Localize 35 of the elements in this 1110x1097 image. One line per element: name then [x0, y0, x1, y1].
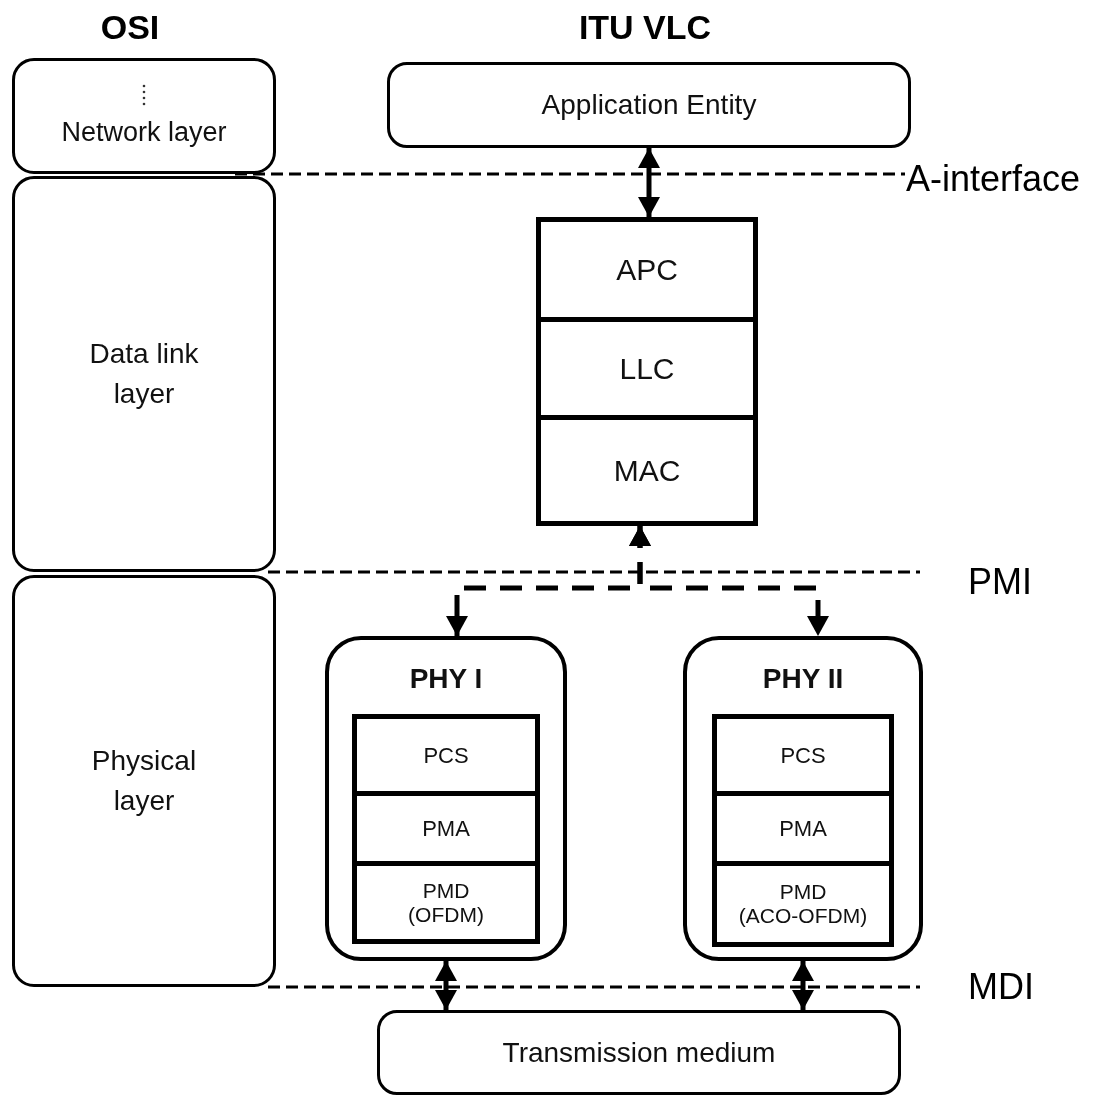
arrow [638, 148, 660, 217]
arrow [435, 961, 457, 1010]
node-label: PMA [779, 815, 827, 843]
node-label: PCS [780, 741, 826, 770]
interface-label: A-interface [906, 157, 1082, 201]
column-title: OSI [99, 7, 161, 48]
column-title: ITU VLC [577, 7, 713, 48]
phy-title: PHY I [409, 662, 483, 696]
osi-layer-box [12, 58, 276, 174]
layer-stack-box [536, 217, 758, 526]
medium-box [377, 1010, 901, 1095]
interface-label: PMI [968, 560, 1033, 604]
sublayer-stack-box [352, 714, 540, 944]
phy-title: PHY II [762, 662, 844, 696]
node-label: LLC [619, 351, 675, 387]
phy-box [683, 636, 923, 961]
node-label: PMA [422, 815, 470, 843]
entity-box [387, 62, 911, 148]
node-label: Transmission medium [502, 1035, 776, 1070]
node-label: Data link layer [88, 337, 200, 411]
node-label: Network layer [61, 115, 227, 149]
node-label: PMD (ACO-OFDM) [737, 880, 869, 928]
phy-box [325, 636, 567, 961]
node-label: Physical layer [90, 744, 198, 818]
node-label: MAC [613, 453, 681, 489]
node-label: Application Entity [541, 88, 757, 122]
sublayer-stack-box [712, 714, 894, 947]
node-label: PCS [423, 741, 469, 770]
osi-layer-box [12, 176, 276, 572]
node-label: APC [616, 252, 678, 288]
osi-layer-box [12, 575, 276, 987]
node-label: PMD (OFDM) [407, 878, 485, 927]
interface-label: MDI [968, 965, 1035, 1009]
arrow [792, 961, 814, 1010]
arrow [629, 526, 829, 636]
